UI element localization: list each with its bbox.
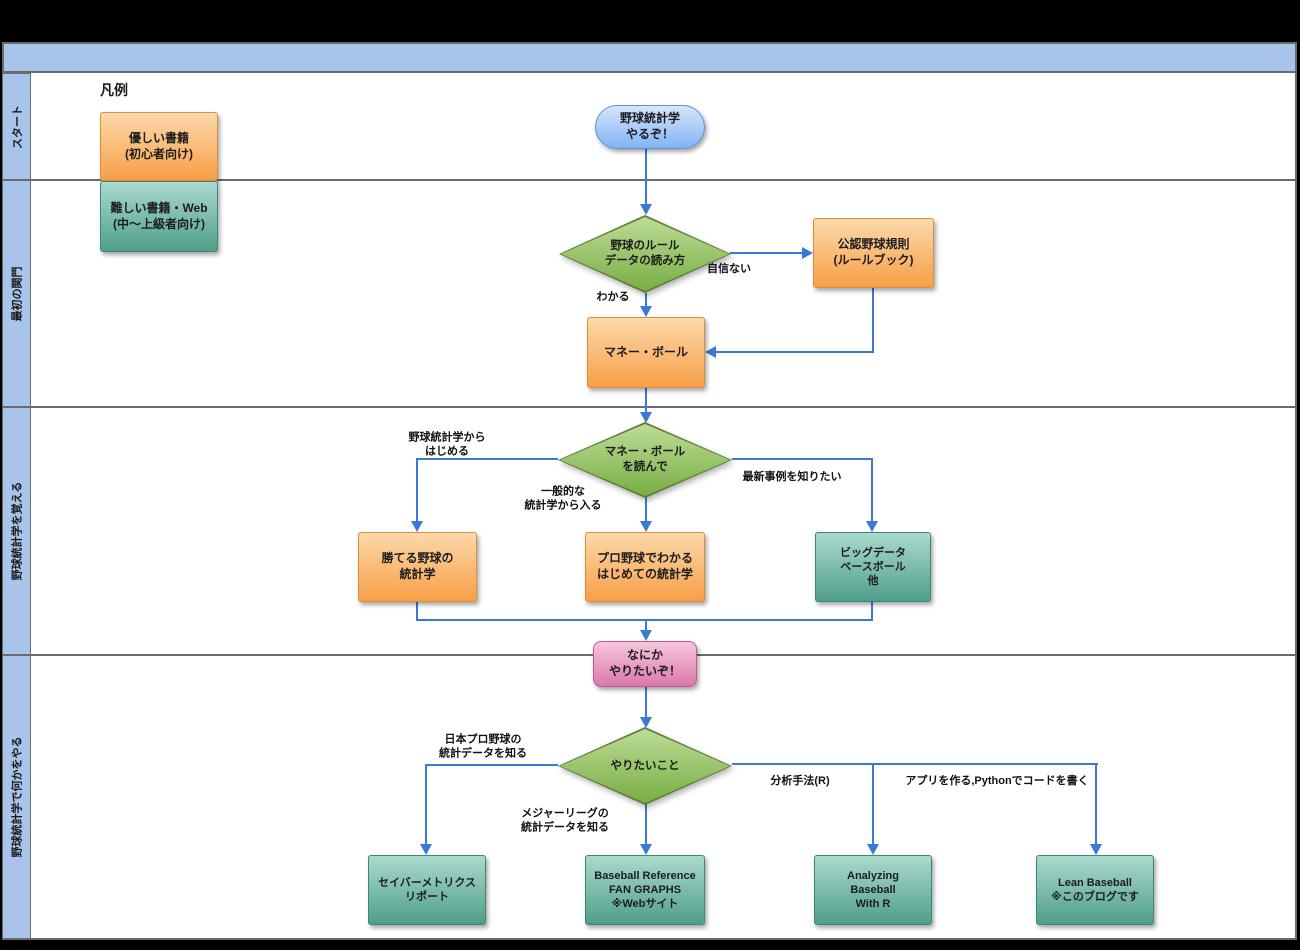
legend-advanced-box: 難しい書籍・Web (中〜上級者向け) xyxy=(100,181,218,252)
edge-label-general-stats: 一般的な 統計学から入る xyxy=(524,485,602,512)
start-node: 野球統計学 やるぞ！ xyxy=(595,105,705,149)
arrowhead xyxy=(640,306,652,317)
analyzing-baseball-r-box: Analyzing Baseball With R xyxy=(814,855,932,925)
edge-merge xyxy=(416,619,873,621)
rulebook-box: 公認野球規則 (ルールブック) xyxy=(813,218,934,288)
edge-label-build-app: アプリを作る,Pythonでコードを書く xyxy=(905,774,1089,787)
lane-learn-stats: 野球統計学を覚える xyxy=(2,407,31,655)
edge-to-saber-report xyxy=(425,764,427,846)
edge-to-pro-stats xyxy=(645,497,647,523)
edge-rules-to-moneyball xyxy=(645,293,647,308)
arrowhead xyxy=(411,521,423,532)
lane-start: スタート xyxy=(2,73,31,180)
edge-to-win-stats xyxy=(416,458,418,523)
arrowhead xyxy=(640,204,652,215)
arrowhead xyxy=(420,844,432,855)
lane-first-gate: 最初の関門 xyxy=(2,180,31,407)
edge-label-not-confident: 自信ない xyxy=(707,262,751,275)
decision-rules-label: 野球のルール データの読み方 xyxy=(604,240,686,267)
edge-label-mlb-data: メジャーリーグの 統計データを知る xyxy=(521,807,609,834)
edge-moneyball-to-decision xyxy=(645,388,647,414)
legend-beginner-box: 優しい書籍 (初心者向け) xyxy=(100,112,218,181)
lane-do-something-label: 野球統計学で何かをやる xyxy=(11,736,24,858)
edge-label-understand: わかる xyxy=(596,290,630,303)
edge-label-analysis-r: 分析手法(R) xyxy=(770,774,830,787)
edge-label-npb-data: 日本プロ野球の 統計データを知る xyxy=(439,733,527,760)
lane-divider xyxy=(2,179,1297,181)
want-to-do-node: なにか やりたいぞ！ xyxy=(593,641,697,687)
edge-merge xyxy=(871,602,873,621)
bigdata-baseball-box: ビッグデータ ベースボール 他 xyxy=(815,532,931,602)
decision-want-label: やりたいこと xyxy=(610,759,680,772)
edge-label-latest-cases: 最新事例を知りたい xyxy=(742,470,842,483)
lane-do-something: 野球統計学で何かをやる xyxy=(2,655,31,939)
arrowhead xyxy=(867,844,879,855)
arrowhead xyxy=(640,412,652,423)
win-stats-box: 勝てる野球の 統計学 xyxy=(358,532,477,602)
lane-divider xyxy=(2,406,1297,408)
pool-title-bar xyxy=(2,42,1297,73)
lane-start-label: スタート xyxy=(11,104,24,149)
edge-to-win-stats xyxy=(417,458,558,460)
moneyball-box: マネー・ボール xyxy=(587,317,705,388)
edge-merge xyxy=(416,602,418,621)
arrowhead xyxy=(640,717,652,728)
edge-to-lean-baseball xyxy=(1095,763,1097,846)
edge-start-to-rules xyxy=(645,149,647,206)
edge-to-bigdata xyxy=(871,458,873,523)
arrowhead xyxy=(866,521,878,532)
edge-to-right-branch xyxy=(732,763,1098,765)
arrowhead xyxy=(802,247,813,259)
decision-want: やりたいこと xyxy=(558,727,732,805)
bbref-fangraphs-box: Baseball Reference FAN GRAPHS ※Webサイト xyxy=(585,855,705,925)
arrowhead xyxy=(640,630,652,641)
lane-learn-stats-label: 野球統計学を覚える xyxy=(11,481,24,581)
decision-moneyball-label: マネー・ボール を読んで xyxy=(604,446,686,473)
lean-baseball-box: Lean Baseball ※このブログです xyxy=(1036,855,1154,925)
arrowhead xyxy=(640,521,652,532)
arrowhead xyxy=(1090,844,1102,855)
edge-rules-to-rulebook xyxy=(730,252,804,254)
edge-to-bigdata xyxy=(732,458,872,460)
edge-merge xyxy=(645,619,647,633)
edge-label-start-from-stats: 野球統計学から はじめる xyxy=(408,431,486,458)
lane-first-gate-label: 最初の関門 xyxy=(11,266,24,321)
decision-rules: 野球のルール データの読み方 xyxy=(559,215,731,293)
arrowhead xyxy=(640,844,652,855)
decision-moneyball: マネー・ボール を読んで xyxy=(558,422,732,498)
edge-to-analyzing-r xyxy=(872,763,874,846)
pro-stats-box: プロ野球でわかる はじめての統計学 xyxy=(585,532,705,602)
edge-rulebook-return xyxy=(716,351,874,353)
arrowhead xyxy=(705,346,716,358)
legend-title: 凡例 xyxy=(100,82,128,98)
saber-report-box: セイバーメトリクス リポート xyxy=(368,855,486,925)
edge-to-saber-report xyxy=(426,764,558,766)
edge-to-bbref xyxy=(645,803,647,846)
edge-rulebook-return xyxy=(872,288,874,352)
edge-want-to-decision xyxy=(645,687,647,719)
